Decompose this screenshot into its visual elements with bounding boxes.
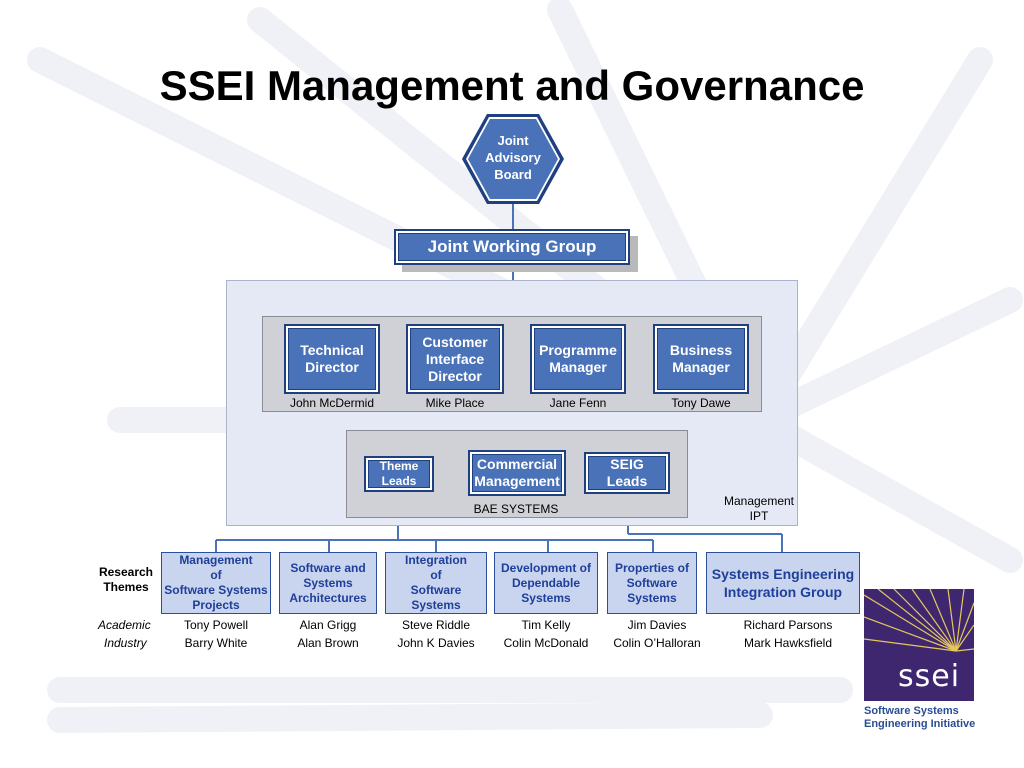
academic-name: Tim Kelly xyxy=(521,618,571,632)
joint-working-group: Joint Working Group xyxy=(394,229,630,265)
logo-caption: Software Systems Engineering Initiative xyxy=(864,705,976,730)
theme-integration: Integration of Software Systems xyxy=(385,552,487,614)
logo-wordmark: ssei xyxy=(898,659,961,694)
research-themes-label: Research Themes xyxy=(98,565,154,594)
industry-row-label: Industry xyxy=(104,636,147,650)
management-ipt-label: Management IPT xyxy=(723,494,795,523)
industry-name: Barry White xyxy=(184,636,248,650)
theme-properties: Properties of Software Systems xyxy=(607,552,697,614)
theme-architectures: Software and Systems Architectures xyxy=(279,552,377,614)
industry-name: John K Davies xyxy=(397,636,475,650)
technical-director-box: Technical Director xyxy=(284,324,380,394)
industry-name: Colin O’Halloran xyxy=(613,636,701,650)
seig-leads-box: SEIG Leads xyxy=(584,452,670,494)
industry-name: Mark Hawksfield xyxy=(743,636,833,650)
academic-name: Jim Davies xyxy=(627,618,687,632)
sunburst-icon xyxy=(864,589,974,652)
theme-seig: Systems Engineering Integration Group xyxy=(706,552,860,614)
industry-name: Colin McDonald xyxy=(503,636,589,650)
theme-dependable: Development of Dependable Systems xyxy=(494,552,598,614)
programme-manager-box: Programme Manager xyxy=(530,324,626,394)
theme-leads-box: Theme Leads xyxy=(364,456,434,492)
customer-interface-director-box: Customer Interface Director xyxy=(406,324,504,394)
academic-name: Richard Parsons xyxy=(743,618,833,632)
director-name: Jane Fenn xyxy=(549,396,607,410)
commercial-management-box: Commercial Management xyxy=(468,450,566,496)
ssei-logo: ssei xyxy=(864,589,974,701)
director-name: Tony Dawe xyxy=(671,396,731,410)
bae-systems-label: BAE SYSTEMS xyxy=(473,502,559,516)
director-name: John McDermid xyxy=(289,396,375,410)
advisory-board-hexagon xyxy=(462,114,564,204)
academic-name: Alan Grigg xyxy=(299,618,357,632)
academic-name: Steve Riddle xyxy=(401,618,471,632)
industry-name: Alan Brown xyxy=(297,636,359,650)
theme-management: Management of Software Systems Projects xyxy=(161,552,271,614)
advisory-board-label: Joint Advisory Board xyxy=(485,133,541,182)
business-manager-box: Business Manager xyxy=(653,324,749,394)
academic-name: Tony Powell xyxy=(183,618,249,632)
academic-row-label: Academic xyxy=(98,618,151,632)
director-name: Mike Place xyxy=(425,396,485,410)
page-title: SSEI Management and Governance xyxy=(159,62,865,109)
